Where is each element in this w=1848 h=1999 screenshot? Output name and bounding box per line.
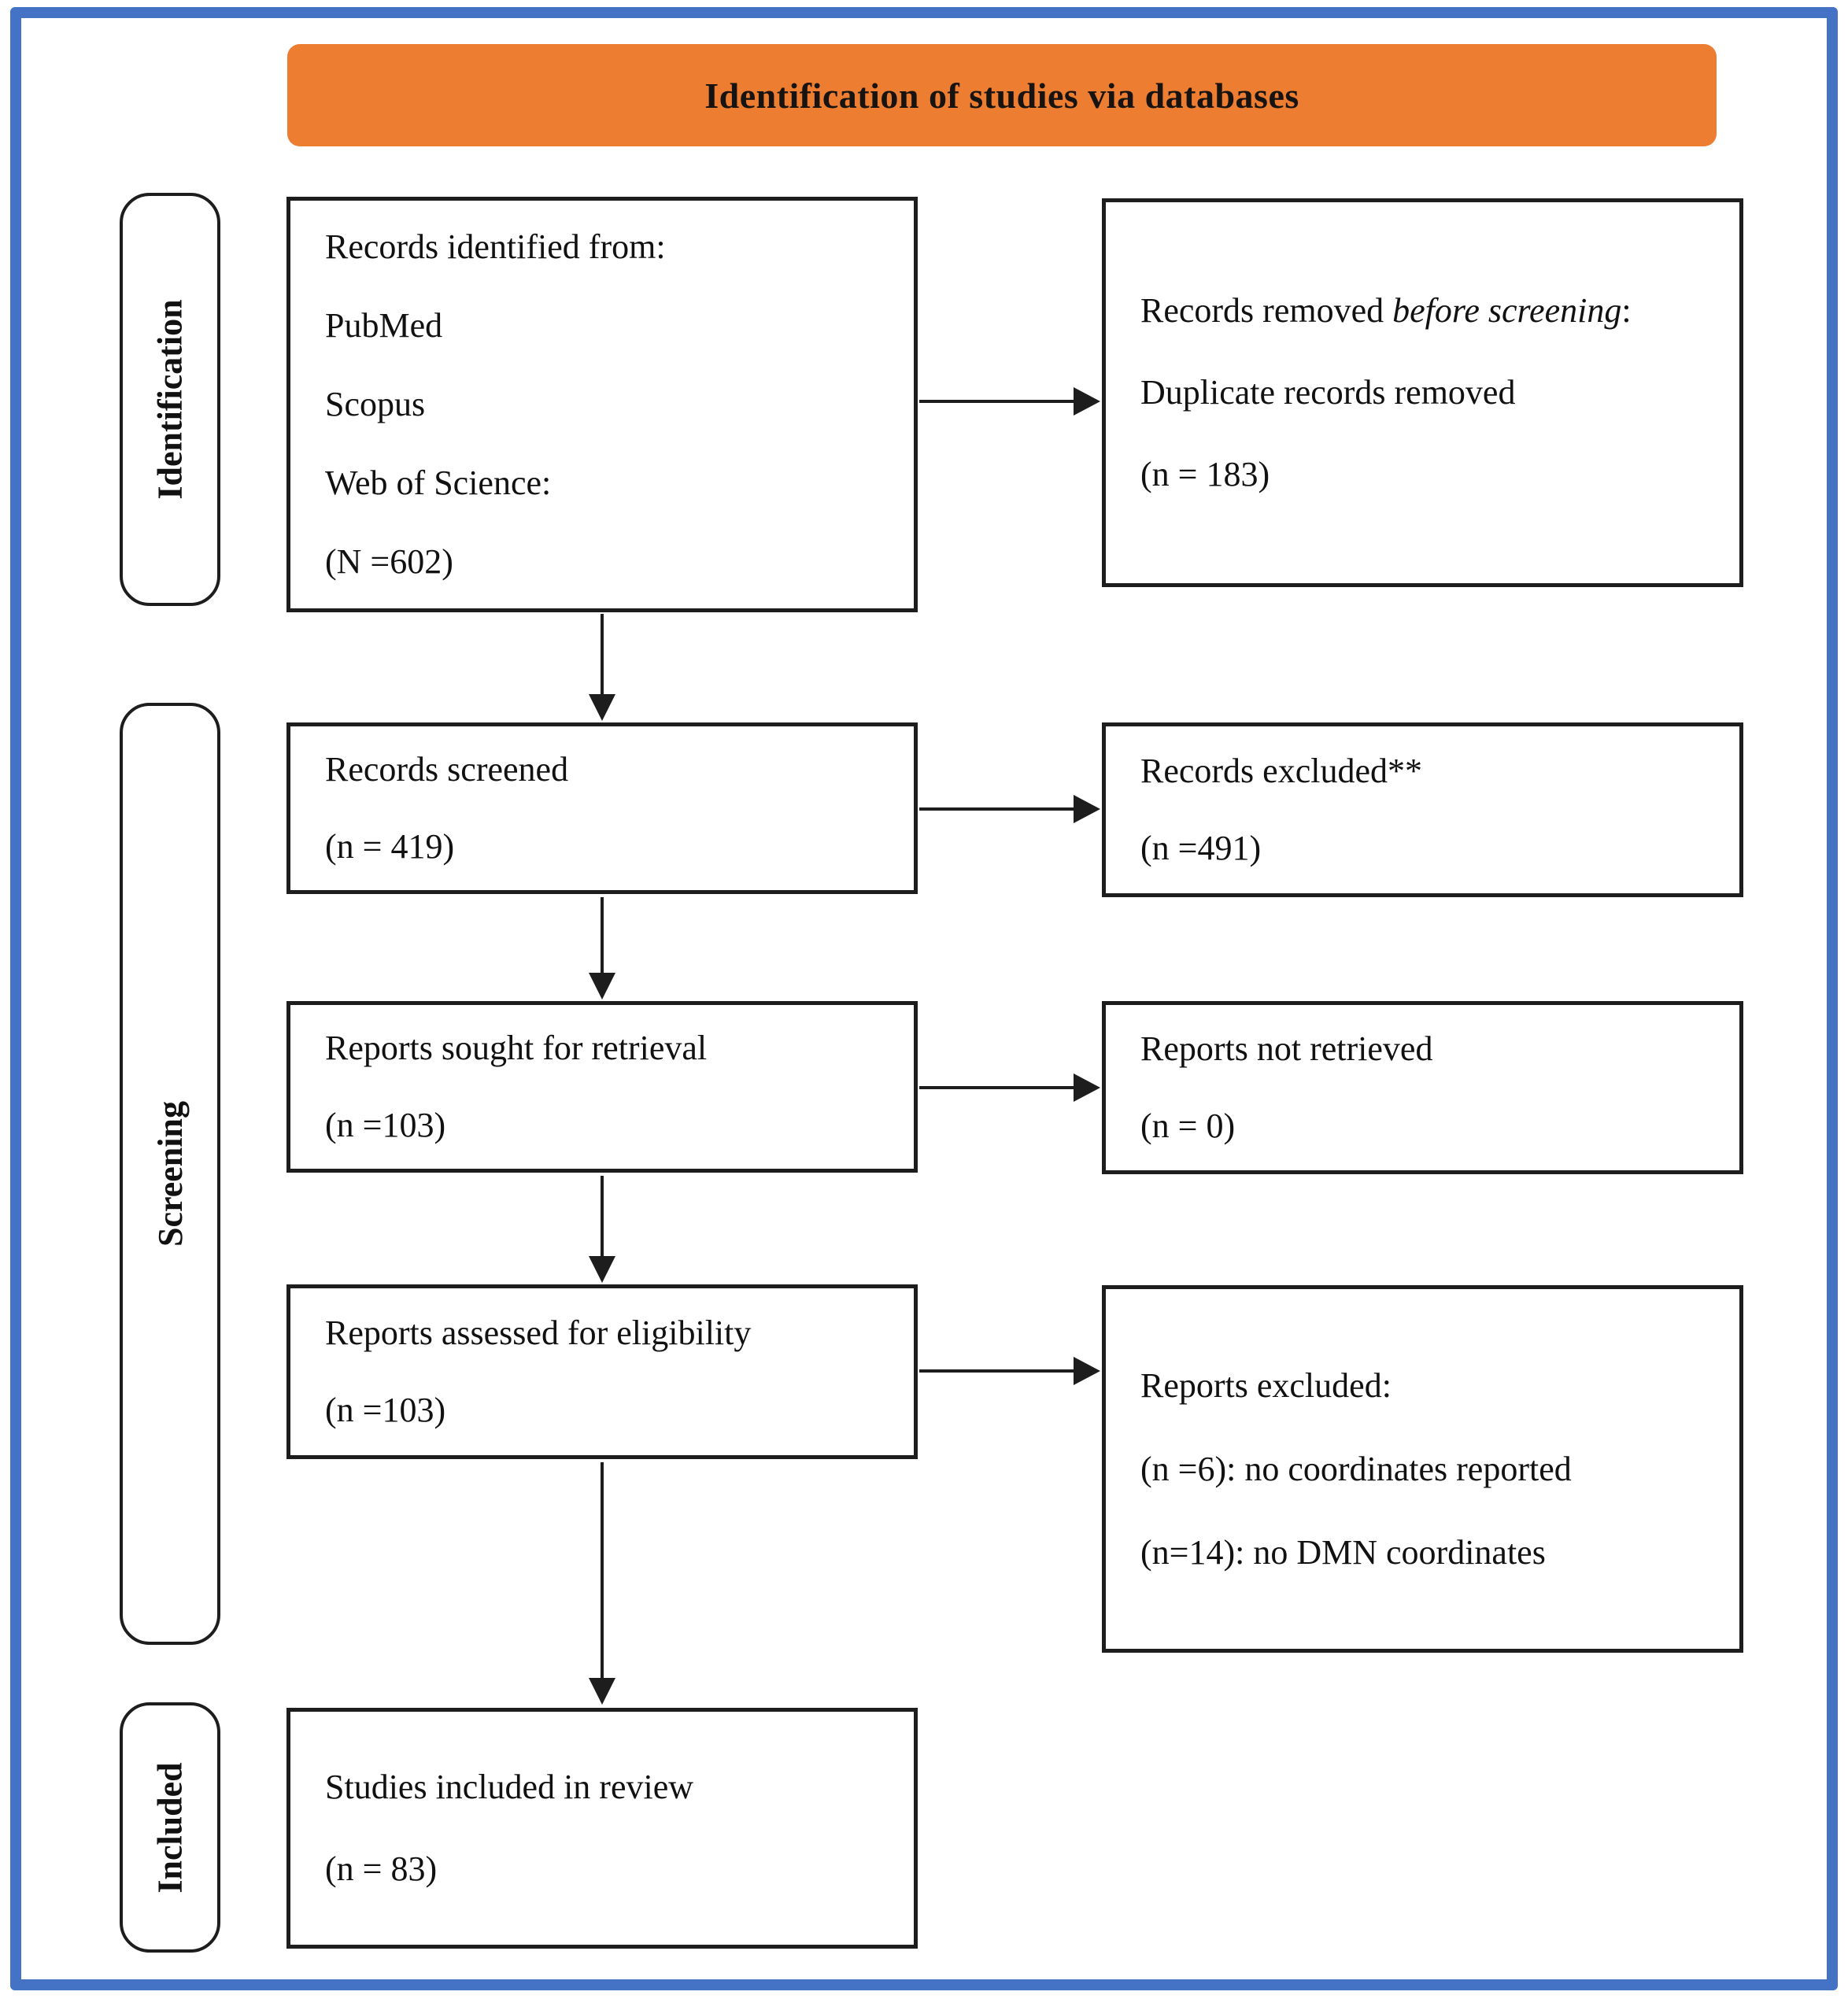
header-banner: Identification of studies via databases bbox=[287, 44, 1717, 146]
records-identified-line: Scopus bbox=[325, 385, 426, 423]
box-reports-excluded: Reports excluded: (n =6): no coordinates… bbox=[1102, 1285, 1743, 1653]
box-records-excluded: Records excluded** (n =491) bbox=[1102, 722, 1743, 897]
arrow-sought-to-assessed-head bbox=[589, 1256, 615, 1283]
box-reports-not-retrieved: Reports not retrieved (n = 0) bbox=[1102, 1001, 1743, 1174]
arrow-identified-to-screened-shaft bbox=[601, 614, 604, 694]
reports-sought-line: (n =103) bbox=[325, 1106, 446, 1144]
stage-label-included: Included bbox=[120, 1702, 220, 1953]
stage-label-included-text: Included bbox=[150, 1761, 190, 1894]
records-excluded-line: (n =491) bbox=[1140, 829, 1262, 867]
header-title: Identification of studies via databases bbox=[704, 75, 1299, 116]
studies-included-line: (n = 83) bbox=[325, 1849, 438, 1888]
reports-sought-line: Reports sought for retrieval bbox=[325, 1029, 708, 1067]
reports-assessed-line: Reports assessed for eligibility bbox=[325, 1314, 752, 1352]
records-identified-line: PubMed bbox=[325, 306, 443, 345]
records-screened-line: Records screened bbox=[325, 750, 569, 789]
arrow-screened-to-sought-shaft bbox=[601, 897, 604, 973]
box-records-identified: Records identified from: PubMed Scopus W… bbox=[286, 197, 918, 612]
arrow-sought-to-not-retrieved-head bbox=[1074, 1073, 1100, 1102]
reports-excluded-line: (n=14): no DMN coordinates bbox=[1140, 1532, 1546, 1572]
arrow-assessed-to-reports-excluded-shaft bbox=[919, 1369, 1075, 1373]
records-removed-line: (n = 183) bbox=[1140, 455, 1270, 493]
box-reports-assessed: Reports assessed for eligibility (n =103… bbox=[286, 1284, 918, 1459]
reports-excluded-line: (n =6): no coordinates reported bbox=[1140, 1449, 1572, 1488]
records-screened-line: (n = 419) bbox=[325, 827, 455, 866]
stage-label-screening-text: Screening bbox=[150, 1101, 190, 1247]
arrow-identified-to-removed-head bbox=[1074, 387, 1100, 416]
box-studies-included: Studies included in review (n = 83) bbox=[286, 1708, 918, 1949]
records-removed-title-prefix: Records removed bbox=[1140, 291, 1393, 330]
arrow-assessed-to-reports-excluded-head bbox=[1074, 1357, 1100, 1385]
reports-not-retrieved-line: Reports not retrieved bbox=[1140, 1029, 1433, 1068]
records-identified-line: Web of Science: bbox=[325, 464, 552, 502]
arrow-assessed-to-included-shaft bbox=[601, 1462, 604, 1678]
arrow-sought-to-not-retrieved-shaft bbox=[919, 1086, 1075, 1089]
box-records-removed: Records removed before screening: Duplic… bbox=[1102, 198, 1743, 587]
arrow-screened-to-excluded-head bbox=[1074, 795, 1100, 823]
records-removed-title-italic: before screening bbox=[1392, 291, 1622, 330]
records-excluded-line: Records excluded** bbox=[1140, 752, 1422, 790]
records-removed-title: Records removed before screening: bbox=[1140, 270, 1725, 352]
arrow-identified-to-removed-shaft bbox=[919, 400, 1075, 403]
box-records-screened: Records screened (n = 419) bbox=[286, 722, 918, 894]
reports-assessed-line: (n =103) bbox=[325, 1391, 446, 1429]
arrow-screened-to-excluded-shaft bbox=[919, 807, 1075, 811]
box-reports-sought: Reports sought for retrieval (n =103) bbox=[286, 1001, 918, 1173]
reports-excluded-line: Reports excluded: bbox=[1140, 1365, 1392, 1405]
arrow-screened-to-sought-head bbox=[589, 973, 615, 1000]
arrow-assessed-to-included-head bbox=[589, 1678, 615, 1705]
stage-label-identification: Identification bbox=[120, 193, 220, 606]
reports-not-retrieved-line: (n = 0) bbox=[1140, 1107, 1236, 1145]
studies-included-line: Studies included in review bbox=[325, 1768, 694, 1806]
records-identified-line: (N =602) bbox=[325, 542, 453, 581]
records-removed-line: Duplicate records removed bbox=[1140, 373, 1516, 412]
stage-label-screening: Screening bbox=[120, 703, 220, 1645]
stage-label-identification-text: Identification bbox=[150, 299, 190, 500]
arrow-sought-to-assessed-shaft bbox=[601, 1176, 604, 1256]
diagram-outer-border bbox=[10, 7, 1838, 1990]
records-removed-title-suffix: : bbox=[1621, 291, 1632, 330]
records-identified-line: Records identified from: bbox=[325, 227, 666, 266]
arrow-identified-to-screened-head bbox=[589, 694, 615, 721]
